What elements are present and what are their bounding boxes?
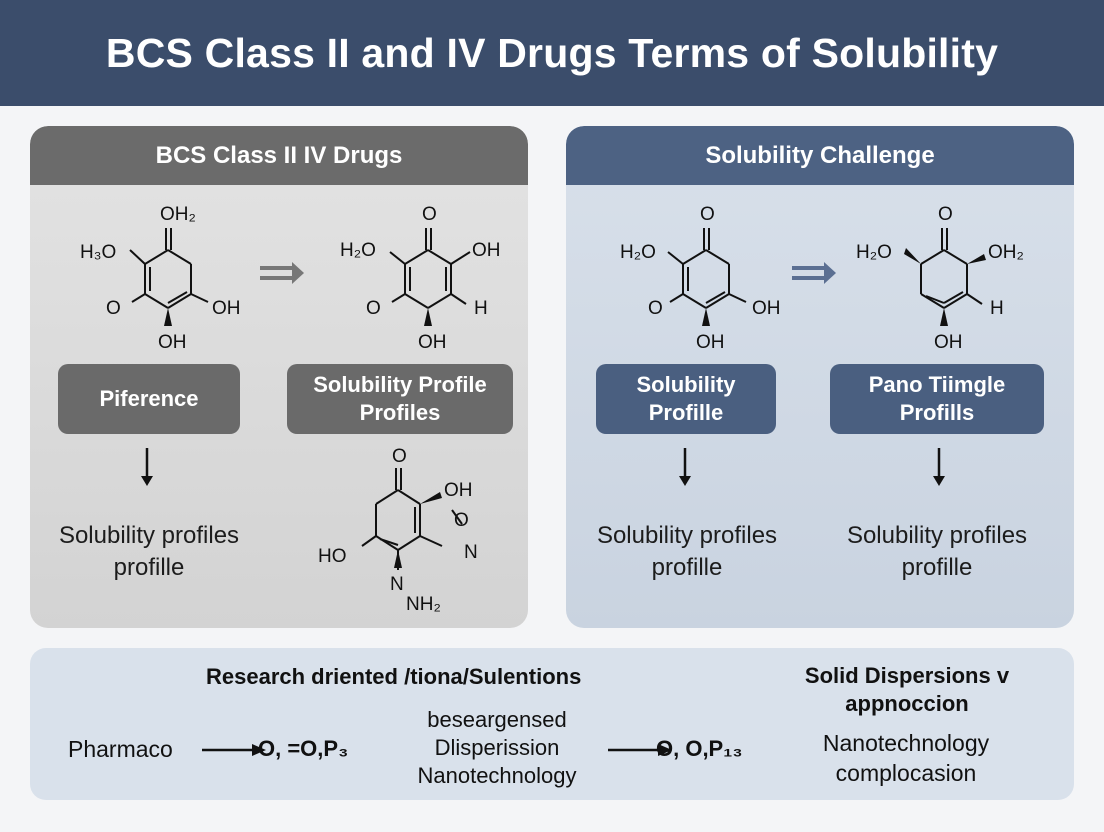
right-molecule-1: O H₂O O OH OH: [620, 204, 781, 353]
left-molecule-3: O OH O N HO N NH₂: [318, 446, 478, 615]
page-title: BCS Class II and IV Drugs Terms of Solub…: [0, 0, 1104, 106]
mol-label: O: [938, 204, 953, 225]
formula-1: O, =O,P₃: [258, 736, 349, 761]
down-arrow-icon: [933, 448, 945, 486]
mol-label: NH₂: [406, 594, 441, 615]
heading-line: Solid Dispersions v: [804, 663, 1010, 688]
mol-label: O: [422, 204, 437, 225]
mol-label: N: [464, 542, 478, 563]
mol-label: OH: [418, 332, 447, 353]
mol-label: H: [990, 298, 1004, 319]
caption-line: profille: [113, 554, 185, 581]
nanotechnology-text: Nanotechnology complocasion: [786, 728, 1026, 788]
heading-line: appnoccion: [845, 691, 969, 716]
mol-label: HO: [318, 546, 347, 567]
mol-label: OH₂: [988, 242, 1024, 263]
box-label: Solubility Profile: [313, 372, 487, 397]
left-panel-title: BCS Class II IV Drugs: [30, 126, 528, 185]
middle-text: beseargensed Dlisperission Nanotechnolog…: [394, 706, 600, 790]
research-panel: Research driented /tiona/Sulentions Soli…: [30, 648, 1074, 800]
right-panel: Solubility Challenge O H₂O O OH OH: [566, 126, 1074, 628]
left-molecule-1: OH₂ H₃O O OH OH: [80, 204, 241, 353]
left-caption: Solubility profiles profille: [38, 520, 260, 584]
down-arrow-icon: [679, 448, 691, 486]
pharmaco-label: Pharmaco: [68, 736, 173, 762]
caption-line: Solubility profiles: [58, 522, 240, 549]
mol-label: O: [700, 204, 715, 225]
mol-label: OH: [752, 298, 781, 319]
solid-dispersions-heading: Solid Dispersions v appnoccion: [772, 662, 1042, 718]
right-arrow-icon: [608, 744, 672, 756]
right-panel-title: Solubility Challenge: [566, 126, 1074, 185]
left-panel: BCS Class II IV Drugs OH₂ H₃O O OH OH: [30, 126, 528, 628]
mol-label: H₂O: [620, 242, 656, 263]
research-heading: Research driented /tiona/Sulentions: [206, 664, 582, 689]
caption-line: Solubility profiles: [596, 522, 778, 549]
mol-label: N: [390, 574, 404, 595]
mol-label: H₂O: [856, 242, 892, 263]
middle-line: beseargensed: [427, 707, 567, 732]
box-label: Profiles: [359, 400, 441, 425]
mol-label: OH: [696, 332, 725, 353]
box-label: Profille: [648, 400, 724, 425]
left-molecule-2: O H₂O OH O H OH: [340, 204, 501, 353]
middle-line: Dlisperission: [434, 735, 560, 760]
solubility-profile-box: Solubility Profille: [596, 364, 776, 434]
box-label: Piference: [99, 386, 199, 411]
mol-label: O: [106, 298, 121, 319]
reaction-arrow-icon: [260, 262, 304, 284]
nano-line: complocasion: [835, 760, 977, 786]
mol-label: O: [454, 510, 469, 531]
mol-label: H: [474, 298, 488, 319]
formula-2: O, O,P₁₃: [656, 736, 743, 761]
reaction-arrow-icon: [792, 262, 836, 284]
mol-label: OH: [212, 298, 241, 319]
mol-label: O: [366, 298, 381, 319]
mol-label: O: [648, 298, 663, 319]
right-caption-1: Solubility profiles profille: [574, 520, 800, 584]
pano-box: Pano Tiimgle Profills: [830, 364, 1044, 434]
mol-label: H₂O: [340, 240, 376, 261]
mol-label: OH: [444, 480, 473, 501]
box-label: Pano Tiimgle: [868, 372, 1006, 397]
mol-label: OH: [158, 332, 187, 353]
mol-label: O: [392, 446, 407, 467]
box-label: Solubility: [636, 372, 736, 397]
mol-label: OH: [472, 240, 501, 261]
caption-line: profille: [651, 554, 723, 581]
piference-box: Piference: [58, 364, 240, 434]
mol-label: OH: [934, 332, 963, 353]
box-label: Profills: [899, 400, 975, 425]
mol-label: OH₂: [160, 204, 196, 225]
caption-line: Solubility profiles: [846, 522, 1028, 549]
mol-label: H₃O: [80, 242, 116, 263]
right-caption-2: Solubility profiles profille: [824, 520, 1050, 584]
caption-line: profille: [901, 554, 973, 581]
right-arrow-icon: [202, 744, 266, 756]
right-molecule-2: O H₂O OH₂ H OH: [856, 204, 1024, 353]
middle-line: Nanotechnology: [417, 763, 577, 788]
down-arrow-icon: [141, 448, 153, 486]
solubility-profile-box: Solubility Profile Profiles: [287, 364, 513, 434]
nano-line: Nanotechnology: [822, 730, 990, 756]
